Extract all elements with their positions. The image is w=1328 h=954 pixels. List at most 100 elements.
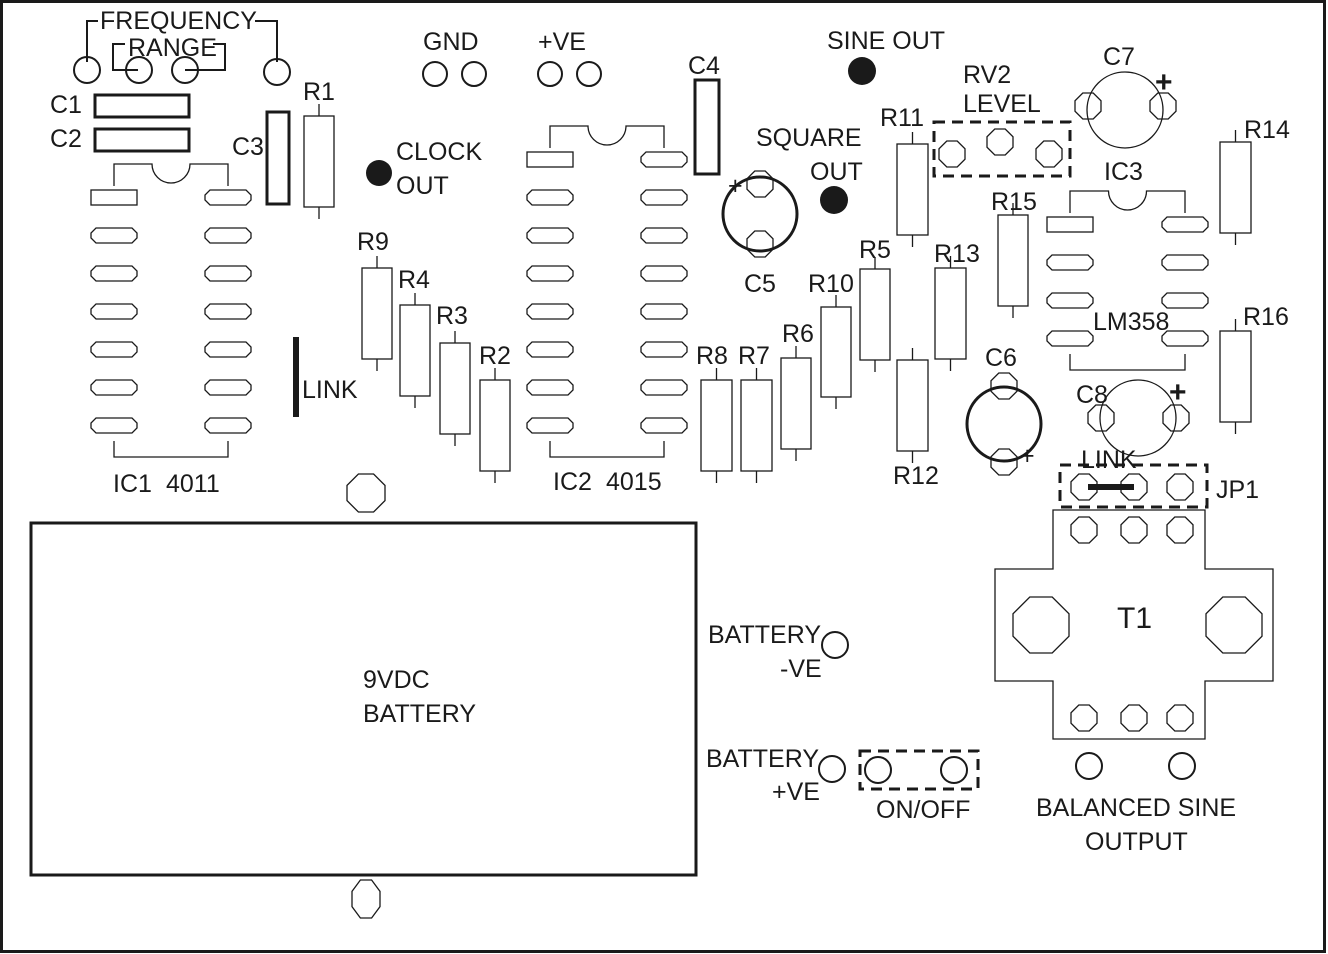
r5-body [859, 268, 891, 361]
range-pad-1 [125, 56, 153, 84]
ic2-pin [526, 379, 574, 396]
r16-body [1219, 330, 1252, 423]
ic3-notch-outline [1069, 190, 1186, 213]
battery-label: BATTERY [363, 700, 476, 728]
r1-label: R1 [303, 78, 335, 106]
sine-out-label: SINE OUT [827, 27, 945, 55]
frequency-bracket-right [255, 20, 278, 62]
capacitor-c5: C5 [744, 270, 776, 298]
jp1-outline [1058, 463, 1209, 509]
r11-label: R11 [880, 104, 924, 132]
ic1-pin [90, 417, 138, 434]
jp1-pad-3 [1166, 473, 1194, 501]
gnd-label: GND [423, 28, 479, 56]
potentiometer-rv2: RV2 LEVEL [932, 61, 1072, 178]
r7-label: R7 [738, 342, 770, 370]
r15-label: R15 [991, 188, 1037, 216]
c7-body [1086, 71, 1164, 149]
mount-hole-bottom [351, 879, 381, 919]
c5-body [721, 175, 799, 253]
r8-body [700, 379, 733, 472]
ic2-pin [640, 341, 688, 358]
r13-label: R13 [934, 240, 980, 268]
level-label: LEVEL [963, 90, 1041, 118]
ic1-pin [90, 379, 138, 396]
r12-body [896, 359, 929, 452]
battery-positive-terminal: BATTERY +VE [706, 745, 846, 806]
ic2-pin [640, 189, 688, 206]
ic2-pin [640, 417, 688, 434]
ic2-notch-outline [549, 125, 665, 148]
clock-label: CLOCK [396, 138, 482, 166]
on-off-outline [858, 749, 980, 791]
ic1-pin [204, 227, 252, 244]
ic3-ref-label: IC3 [1104, 158, 1143, 186]
on-off-switch: ON/OFF [858, 749, 980, 824]
ic1-pin [90, 303, 138, 320]
t1-bottom-pad-1 [1070, 704, 1098, 732]
balanced-sine-label: BALANCED SINE [1036, 794, 1236, 822]
r9-label: R9 [357, 228, 389, 256]
gnd-pad-2 [461, 61, 487, 87]
t1-mount-left [1012, 596, 1070, 654]
rv2-pad-3 [1035, 140, 1063, 168]
c5-pad-a [746, 170, 774, 198]
ic1-4011: IC1 4011 [113, 470, 220, 498]
jumper-jp1: LINK JP1 [1058, 446, 1259, 509]
r1-body [303, 115, 335, 208]
r7-body [740, 379, 773, 472]
ic1-pin [204, 265, 252, 282]
c2-label: C2 [50, 125, 82, 153]
ic2-pin [526, 151, 574, 168]
t1-bottom-pad-2 [1120, 704, 1148, 732]
c5-pad-b [746, 230, 774, 258]
capacitor-c4: C4 [688, 52, 721, 176]
ic1-part-label: 4011 [166, 470, 220, 498]
ic2-ref-label: IC2 [553, 468, 592, 496]
battery-pos-label: BATTERY [706, 745, 819, 773]
ic2-part-label: 4015 [606, 468, 662, 496]
r14-label: R14 [1244, 116, 1290, 144]
c7-plus-icon: + [1155, 66, 1173, 99]
square-out-test-point: SQUARE OUT [756, 124, 863, 214]
jp1-link-label: LINK [1081, 446, 1137, 474]
on-off-pad-2 [940, 756, 968, 784]
r10-label: R10 [808, 270, 854, 298]
c8-pad-a [1087, 404, 1115, 432]
gnd-terminals: GND [422, 28, 487, 87]
jp1-pad-1 [1070, 473, 1098, 501]
r11-body [896, 143, 929, 236]
r2-label: R2 [479, 342, 511, 370]
ic1-pin [204, 303, 252, 320]
battery-neg-pad [821, 631, 849, 659]
ic1-pin [204, 379, 252, 396]
clock-out-test-point: CLOCK OUT [366, 138, 482, 200]
ic3-pin [1046, 216, 1094, 233]
ic2-bottom-outline [549, 441, 665, 458]
pve-pad-1 [537, 61, 563, 87]
ic2-pin [526, 189, 574, 206]
rv2-pad-2 [986, 128, 1014, 156]
ic3-lm358: IC3 LM358 [1093, 158, 1169, 336]
ic2-4015: IC2 4015 [553, 468, 662, 496]
ic2-pin [526, 417, 574, 434]
capacitor-c2: C2 [50, 125, 191, 153]
neg-ve-label: -VE [780, 655, 822, 683]
ic3-bottom-outline [1069, 354, 1186, 371]
sine-out-pad [848, 57, 876, 85]
rv2-pad-1 [938, 140, 966, 168]
battery-9vdc-label: 9VDC [363, 666, 430, 694]
ic1-pin [90, 227, 138, 244]
c5-label: C5 [744, 270, 776, 298]
ic3-pin [1161, 254, 1209, 271]
c8-plus-icon: + [1169, 376, 1187, 409]
on-off-label: ON/OFF [876, 796, 970, 824]
c6-label: C6 [985, 344, 1017, 372]
ic1-ref-label: IC1 [113, 470, 152, 498]
c1-body [93, 93, 191, 119]
rv2-outline [932, 120, 1072, 178]
t1-label: T1 [1117, 602, 1152, 635]
c2-body [93, 127, 191, 153]
ic3-pin [1161, 330, 1209, 347]
frequency-label: FREQUENCY [100, 7, 257, 35]
